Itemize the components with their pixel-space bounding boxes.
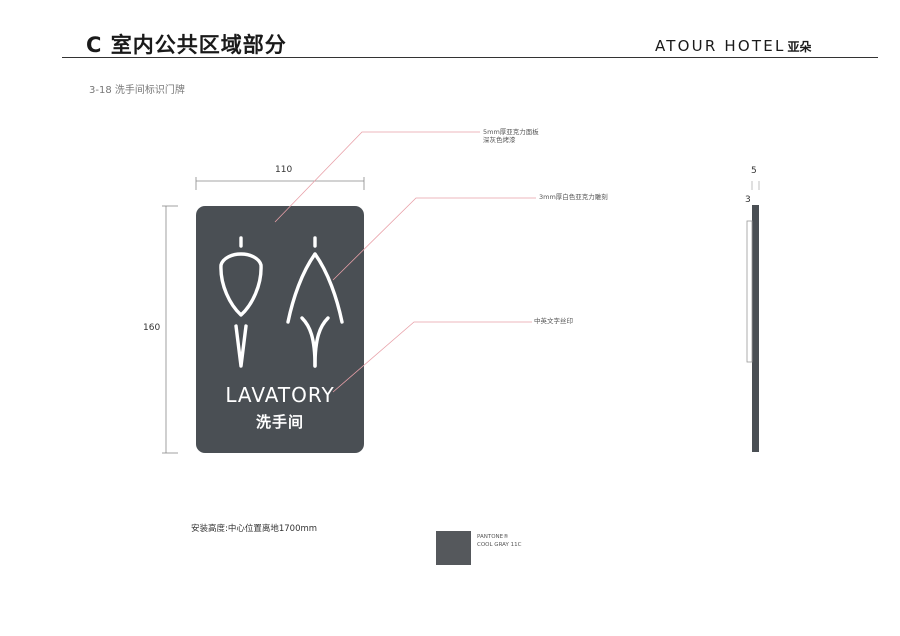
header-divider — [62, 57, 878, 58]
page-title: C 室内公共区域部分 — [86, 33, 287, 57]
sign-side-view — [746, 181, 760, 452]
width-dimension-line — [195, 177, 365, 190]
section-label: 3-18 洗手间标识门牌 — [89, 85, 185, 96]
lavatory-sign-panel — [196, 206, 364, 453]
brand-name-en: ATOUR HOTEL — [655, 37, 786, 55]
sign-text-en: LAVATORY — [225, 383, 335, 407]
sign-text-cn: 洗手间 — [255, 413, 304, 431]
depth-dimension-label-relief: 3 — [745, 195, 751, 205]
pantone-color-swatch — [436, 531, 471, 565]
pantone-label-line1: PANTONE® — [477, 534, 509, 540]
depth-dimension-label-panel: 5 — [751, 166, 757, 176]
pantone-label: PANTONE® COOL GRAY 11C — [477, 533, 521, 549]
man-figure-icon — [219, 236, 263, 368]
brand-name-cn: 亚朵 — [787, 40, 812, 54]
height-dimension-line — [162, 205, 178, 454]
annotation-panel-line1: 5mm厚亚克力面板 — [483, 128, 539, 136]
install-height-note: 安装高度:中心位置离地1700mm — [191, 524, 318, 534]
height-dimension-label: 160 — [143, 323, 161, 333]
annotation-print: 中英文字丝印 — [534, 317, 573, 325]
annotation-engraving: 3mm厚白色亚克力雕刻 — [539, 193, 608, 201]
width-dimension-label: 110 — [275, 165, 293, 175]
annotation-panel-material: 5mm厚亚克力面板 深灰色烤漆 — [483, 128, 539, 144]
annotation-panel-line2: 深灰色烤漆 — [483, 136, 516, 144]
annotation-leaders — [274, 131, 536, 393]
pantone-label-line2: COOL GRAY 11C — [477, 542, 522, 548]
woman-figure-icon — [286, 236, 344, 368]
